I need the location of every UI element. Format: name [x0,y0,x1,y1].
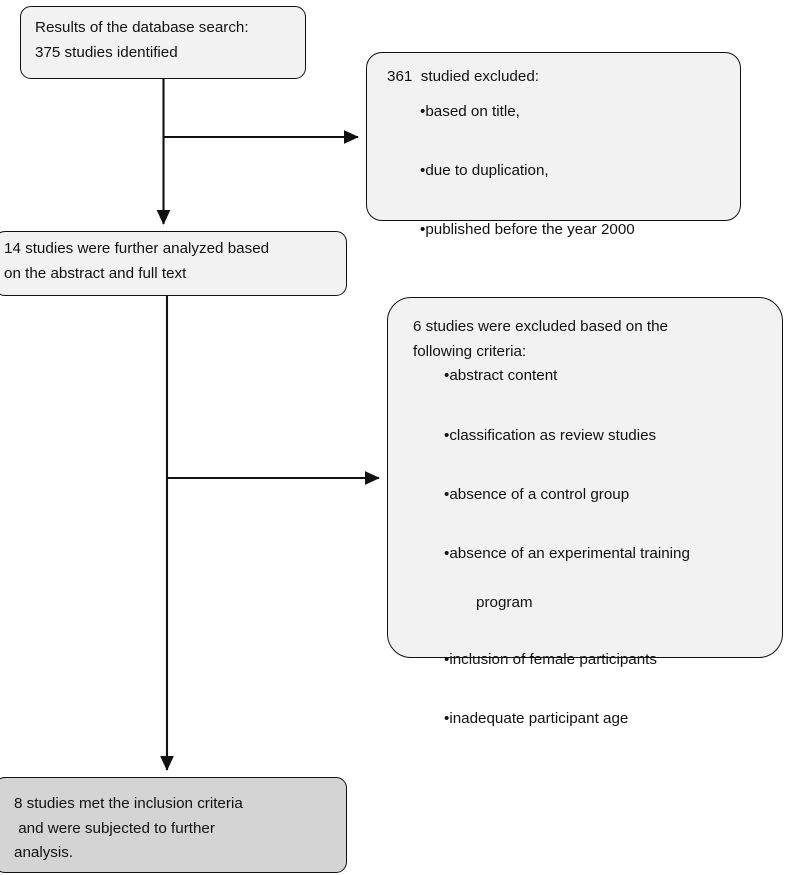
node-excluded-361: 361 studied excluded: •based on title, •… [366,52,741,238]
spacer [387,208,635,218]
excluded-6-bullet-3-label: absence of a control group [449,485,630,503]
node-search-results: Results of the database search: 375 stud… [20,6,306,79]
excluded-6-bullet-6: •inadequate participant age [413,707,690,732]
excluded-6-bullet-1: •abstract content [413,364,690,389]
spacer [387,90,635,100]
excluded-6-bullet-4-continuation: program [476,594,533,612]
excluded-6-bullet-1-label: abstract content [449,367,558,385]
bullet-icon: • [444,709,450,727]
bullet-icon: • [420,102,426,120]
excluded-361-bullet-3: •published before the year 2000 [387,218,635,243]
excluded-361-heading: 361 studied excluded: [387,68,539,85]
excluded-6-bullet-3: •absence of a control group [413,483,690,508]
node-search-results-text: Results of the database search: 375 stud… [35,16,249,65]
search-results-line2: 375 studies identified [35,43,178,61]
excluded-6-heading-line2: following criteria: [413,342,527,360]
search-results-line1: Results of the database search: [35,19,249,36]
excluded-6-heading-line1: 6 studies were excluded based on the [413,318,668,335]
node-analyzed-14: 14 studies were further analyzed based o… [0,231,347,296]
excluded-6-bullet-4-label: absence of an experimental training [449,545,690,562]
spacer [413,473,690,483]
excluded-6-bullet-5-label: inclusion of female participants [449,650,657,668]
spacer [413,414,690,424]
excluded-361-bullet-2: •due to duplication, [387,159,635,184]
spacer [413,641,690,648]
spacer [413,532,690,542]
node-included-8: 8 studies met the inclusion criteria and… [0,777,347,873]
excluded-6-bullet-2: •classification as review studies [413,424,690,449]
bullet-icon: • [444,367,450,385]
bullet-icon: • [444,485,450,503]
analyzed-14-line2: on the abstract and full text [4,264,187,282]
node-excluded-6: 6 studies were excluded based on the fol… [387,297,783,727]
excluded-6-bullet-6-label: inadequate participant age [449,709,629,727]
excluded-6-bullet-4: •absence of an experimental training [413,542,690,567]
bullet-icon: • [420,161,426,179]
bullet-icon: • [444,650,450,668]
bullet-icon: • [420,221,426,239]
bullet-icon: • [444,545,450,562]
analyzed-14-line1: 14 studies were further analyzed based [4,240,270,257]
node-excluded-361-text: 361 studied excluded: •based on title, •… [387,65,635,243]
included-8-line1: 8 studies met the inclusion criteria [14,795,243,812]
excluded-361-bullet-1-label: based on title, [425,102,520,120]
excluded-361-bullet-2-label: due to duplication, [425,161,549,179]
node-excluded-6-text: 6 studies were excluded based on the fol… [413,315,690,731]
included-8-line2: and were subjected to further [14,819,215,837]
included-8-line3: analysis. [14,844,74,862]
excluded-361-bullet-1: •based on title, [387,100,635,125]
bullet-icon: • [444,426,450,444]
excluded-361-bullet-3-label: published before the year 2000 [425,221,635,239]
excluded-6-bullet-2-label: classification as review studies [449,426,657,444]
node-included-8-text: 8 studies met the inclusion criteria and… [14,792,243,866]
node-analyzed-14-text: 14 studies were further analyzed based o… [4,237,269,286]
spacer [387,149,635,159]
spacer [413,697,690,707]
excluded-6-bullet-5: •inclusion of female participants [413,648,690,673]
